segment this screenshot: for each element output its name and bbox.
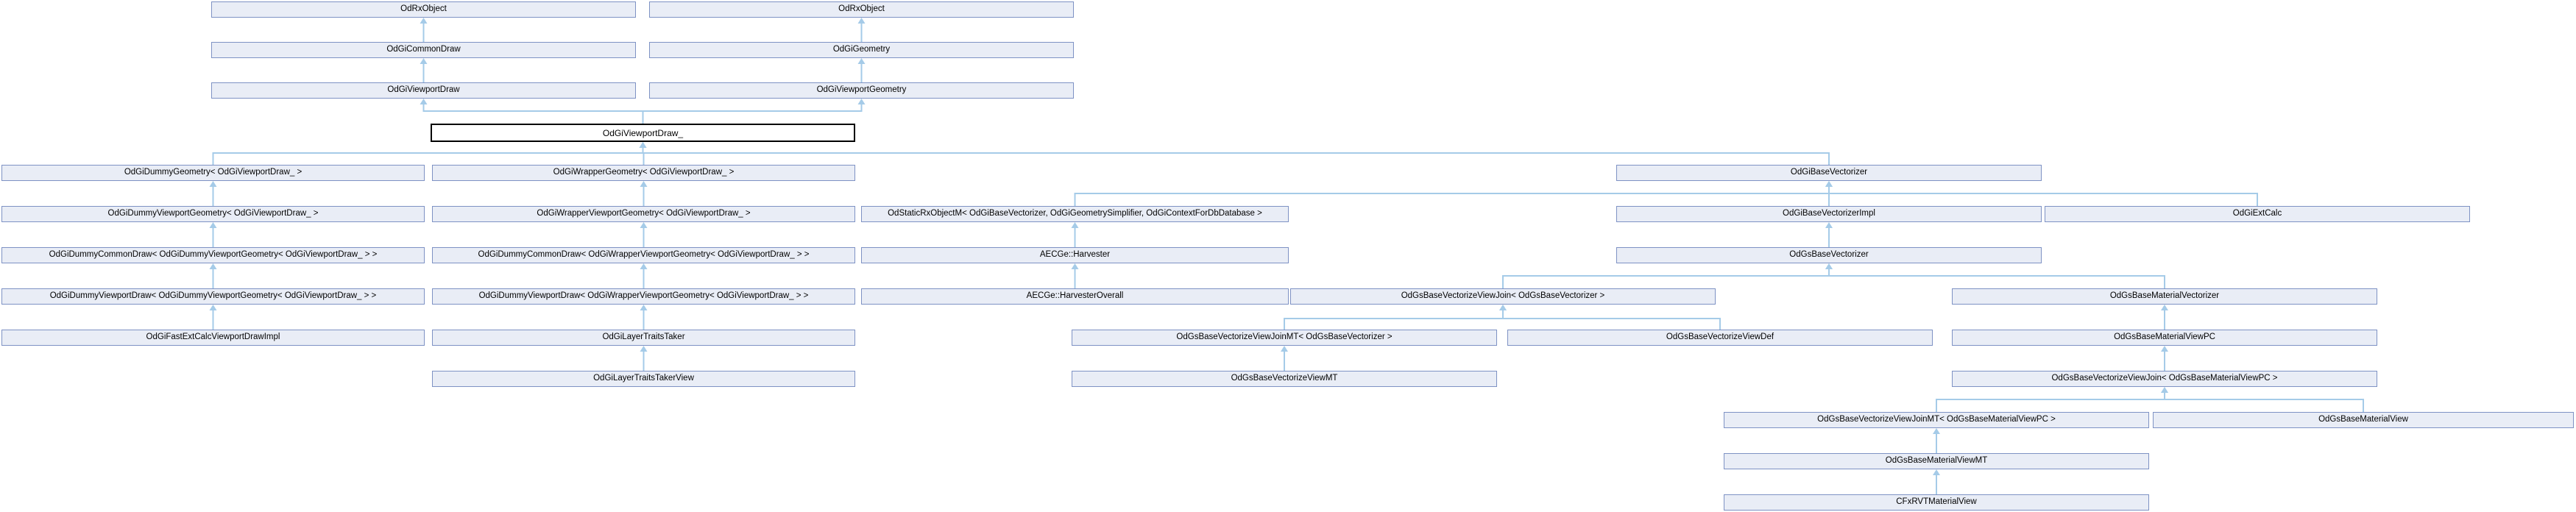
inheritance-arrowhead-icon	[1825, 263, 1833, 269]
class-node[interactable]: OdGsBaseVectorizer	[1616, 247, 2042, 263]
inheritance-arrowhead-icon	[857, 99, 866, 104]
inheritance-arrowhead-icon	[420, 18, 428, 24]
inheritance-edge	[1074, 187, 1830, 206]
inheritance-arrowhead-icon	[209, 181, 217, 187]
inheritance-edge	[1284, 310, 1504, 330]
class-node[interactable]: OdGiExtCalc	[2045, 206, 2470, 222]
inheritance-arrowhead-icon	[1071, 222, 1079, 228]
class-node[interactable]: OdGiDummyViewportGeometry< OdGiViewportD…	[1, 206, 425, 222]
inheritance-arrowhead-icon	[857, 58, 866, 64]
inheritance-edge	[642, 104, 863, 124]
inheritance-arrowhead-icon	[640, 305, 648, 310]
inheritance-edge	[642, 148, 1830, 165]
class-node[interactable]: OdGiFastExtCalcViewportDrawImpl	[1, 330, 425, 346]
inheritance-arrowhead-icon	[640, 181, 648, 187]
inheritance-edge	[212, 148, 644, 165]
class-node[interactable]: OdGiLayerTraitsTakerView	[432, 371, 855, 387]
inheritance-arrowhead-icon	[857, 18, 866, 24]
inheritance-arrowhead-icon	[420, 99, 428, 104]
class-node[interactable]: CFxRVTMaterialView	[1724, 494, 2149, 511]
inheritance-arrowhead-icon	[2161, 346, 2168, 352]
class-node[interactable]: OdGiGeometry	[649, 42, 1074, 58]
inheritance-edge	[2164, 393, 2364, 412]
class-node[interactable]: OdGiDummyViewportDraw< OdGiDummyViewport…	[1, 288, 425, 305]
inheritance-edge	[422, 104, 644, 124]
class-node[interactable]: AECGe::HarvesterOverall	[861, 288, 1289, 305]
class-node[interactable]: OdGiLayerTraitsTaker	[432, 330, 855, 346]
class-node[interactable]: OdGiCommonDraw	[211, 42, 636, 58]
inheritance-arrowhead-icon	[1933, 469, 1940, 475]
class-node[interactable]: OdGsBaseMaterialViewMT	[1724, 453, 2149, 469]
class-node[interactable]: OdGsBaseVectorizeViewJoin< OdGsBaseMater…	[1952, 371, 2377, 387]
class-node[interactable]: OdGiBaseVectorizer	[1616, 165, 2042, 181]
inheritance-arrowhead-icon	[1825, 181, 1833, 187]
class-node[interactable]: OdGsBaseVectorizeViewDef	[1507, 330, 1933, 346]
inheritance-arrowhead-icon	[209, 305, 217, 310]
class-node[interactable]: OdGiViewportGeometry	[649, 82, 1074, 99]
class-node[interactable]: OdGiDummyViewportDraw< OdGiWrapperViewpo…	[432, 288, 855, 305]
class-node[interactable]: OdRxObject	[649, 1, 1074, 18]
inheritance-edge	[1828, 269, 2165, 288]
inheritance-arrowhead-icon	[1281, 346, 1288, 352]
class-node[interactable]: AECGe::Harvester	[861, 247, 1289, 263]
inheritance-arrowhead-icon	[209, 222, 217, 228]
inheritance-edge	[1502, 310, 1721, 330]
class-node[interactable]: OdGiWrapperViewportGeometry< OdGiViewpor…	[432, 206, 855, 222]
inheritance-arrowhead-icon	[2161, 305, 2168, 310]
class-node[interactable]: OdGiBaseVectorizerImpl	[1616, 206, 2042, 222]
inheritance-arrowhead-icon	[420, 58, 428, 64]
class-node[interactable]: OdGiViewportDraw	[211, 82, 636, 99]
class-node[interactable]: OdGiDummyCommonDraw< OdGiDummyViewportGe…	[1, 247, 425, 263]
class-node[interactable]: OdGsBaseVectorizeViewJoinMT< OdGsBaseMat…	[1724, 412, 2149, 428]
inheritance-arrowhead-icon	[1825, 222, 1833, 228]
inheritance-arrowhead-icon	[1933, 428, 1940, 434]
class-node[interactable]: OdStaticRxObjectM< OdGiBaseVectorizer, O…	[861, 206, 1289, 222]
class-node[interactable]: OdGiWrapperGeometry< OdGiViewportDraw_ >	[432, 165, 855, 181]
inheritance-arrowhead-icon	[209, 263, 217, 269]
class-node[interactable]: OdGsBaseMaterialView	[2153, 412, 2574, 428]
class-node[interactable]: OdGsBaseVectorizeViewJoinMT< OdGsBaseVec…	[1072, 330, 1497, 346]
class-node[interactable]: OdGsBaseMaterialViewPC	[1952, 330, 2377, 346]
inheritance-arrowhead-icon	[640, 346, 648, 352]
class-node[interactable]: OdGsBaseVectorizeViewMT	[1072, 371, 1497, 387]
class-node[interactable]: OdGiDummyCommonDraw< OdGiWrapperViewport…	[432, 247, 855, 263]
inheritance-arrowhead-icon	[1499, 305, 1507, 310]
inheritance-arrowhead-icon	[640, 263, 648, 269]
inheritance-arrowhead-icon	[640, 222, 648, 228]
inheritance-arrowhead-icon	[2161, 387, 2168, 393]
inheritance-edge	[1828, 187, 2258, 206]
class-node[interactable]: OdGsBaseMaterialVectorizer	[1952, 288, 2377, 305]
inheritance-arrowhead-icon	[1071, 263, 1079, 269]
inheritance-edge	[1936, 393, 2165, 412]
inheritance-arrowhead-icon	[639, 142, 647, 148]
class-node[interactable]: OdGiDummyGeometry< OdGiViewportDraw_ >	[1, 165, 425, 181]
class-node[interactable]: OdGsBaseVectorizeViewJoin< OdGsBaseVecto…	[1290, 288, 1716, 305]
class-node[interactable]: OdRxObject	[211, 1, 636, 18]
current-class-node: OdGiViewportDraw_	[431, 124, 855, 142]
inheritance-edge	[1502, 269, 1830, 288]
